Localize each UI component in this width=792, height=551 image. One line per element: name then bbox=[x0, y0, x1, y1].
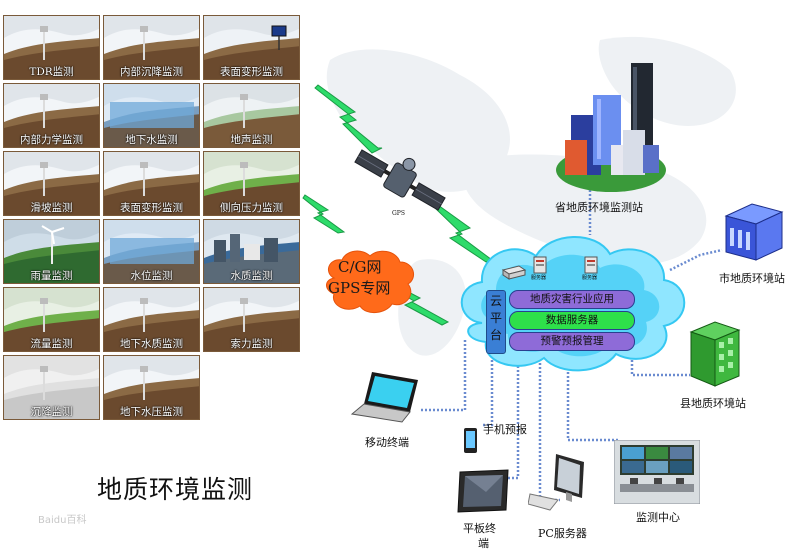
router-icon bbox=[501, 265, 527, 280]
tile-scene bbox=[204, 16, 299, 79]
tile-label: 雨量监测 bbox=[30, 270, 73, 282]
monitoring-tile: 地下水质监测 bbox=[103, 287, 200, 352]
city-station-label: 市地质环境站 bbox=[719, 272, 785, 285]
tile-scene bbox=[204, 220, 299, 283]
tile-scene bbox=[204, 152, 299, 215]
server-label: 服务器 bbox=[582, 275, 598, 281]
tile-label: TDR监测 bbox=[29, 66, 74, 78]
monitoring-tile: 内部沉降监测 bbox=[103, 15, 200, 80]
monitoring-tile: TDR监测 bbox=[3, 15, 100, 80]
cloud-app-item: 数据服务器 bbox=[509, 311, 635, 330]
tile-scene bbox=[4, 16, 99, 79]
tile-scene bbox=[4, 288, 99, 351]
tile-scene bbox=[104, 16, 199, 79]
tile-label: 地下水监测 bbox=[125, 134, 178, 146]
tablet-label-line2: 端 bbox=[478, 537, 489, 550]
phone-label: 手机预报 bbox=[483, 423, 527, 436]
tile-label: 水位监测 bbox=[130, 270, 173, 282]
tile-scene bbox=[104, 84, 199, 147]
tablet-icon bbox=[457, 469, 509, 513]
tile-label: 地声监测 bbox=[230, 134, 273, 146]
pc-icon bbox=[528, 454, 584, 511]
server-icon bbox=[533, 256, 547, 274]
monitoring-tile: 表面变形监测 bbox=[103, 151, 200, 216]
monitoring-tile: 水位监测 bbox=[103, 219, 200, 284]
monitoring-tile: 雨量监测 bbox=[3, 219, 100, 284]
satellite-icon bbox=[354, 149, 446, 211]
county-station-label: 县地质环境站 bbox=[680, 397, 746, 410]
laptop-icon bbox=[350, 372, 418, 423]
tile-label: 滑坡监测 bbox=[30, 202, 73, 214]
network-bubble bbox=[326, 250, 415, 313]
phone-icon bbox=[464, 428, 477, 453]
monitoring-tile: 表面变形监测 bbox=[203, 15, 300, 80]
tile-label: 内部沉降监测 bbox=[120, 66, 183, 78]
tile-scene bbox=[104, 152, 199, 215]
monitoring-tile: 侧向压力监测 bbox=[203, 151, 300, 216]
monitoring-tile: 内部力学监测 bbox=[3, 83, 100, 148]
lightning-bolt-icon bbox=[434, 204, 494, 263]
monitoring-tile: 地下水压监测 bbox=[103, 355, 200, 420]
network-label-gps: GPS专网 bbox=[328, 279, 391, 297]
tile-label: 表面变形监测 bbox=[220, 66, 283, 78]
tile-label: 沉降监测 bbox=[30, 406, 73, 418]
province-station-label: 省地质环境监测站 bbox=[555, 201, 643, 214]
tile-scene bbox=[104, 288, 199, 351]
tile-scene bbox=[4, 356, 99, 419]
monitoring-tile: 滑坡监测 bbox=[3, 151, 100, 216]
monitoring-tile: 地下水监测 bbox=[103, 83, 200, 148]
server-label: 服务器 bbox=[531, 275, 547, 281]
tile-label: 索力监测 bbox=[230, 338, 273, 350]
monitoring-center-label: 监测中心 bbox=[636, 511, 680, 524]
tile-scene bbox=[204, 288, 299, 351]
monitoring-tile: 流量监测 bbox=[3, 287, 100, 352]
county-station-icon bbox=[689, 321, 741, 387]
tile-scene bbox=[204, 84, 299, 147]
tile-label: 表面变形监测 bbox=[120, 202, 183, 214]
tile-label: 内部力学监测 bbox=[20, 134, 83, 146]
cloud-app-item: 预警预报管理 bbox=[509, 332, 635, 351]
tile-scene bbox=[4, 220, 99, 283]
province-station-icon bbox=[556, 63, 666, 192]
monitoring-center-icon bbox=[614, 440, 700, 504]
cloud-platform-label: 云平台 bbox=[490, 294, 503, 342]
monitoring-tile: 地声监测 bbox=[203, 83, 300, 148]
watermark: Baidu百科 bbox=[38, 515, 87, 526]
city-station-icon bbox=[724, 203, 784, 261]
gps-label: GPS bbox=[392, 210, 405, 217]
network-label-cg: C/G网 bbox=[338, 258, 382, 276]
pc-label: PC服务器 bbox=[538, 527, 587, 540]
lightning-bolt-icon bbox=[302, 194, 346, 234]
tile-scene bbox=[4, 152, 99, 215]
monitoring-tile: 水质监测 bbox=[203, 219, 300, 284]
tablet-label-line1: 平板终 bbox=[463, 522, 496, 535]
tile-scene bbox=[104, 356, 199, 419]
tile-label: 水质监测 bbox=[230, 270, 273, 282]
page-title: 地质环境监测 bbox=[97, 475, 254, 504]
monitoring-tile: 沉降监测 bbox=[3, 355, 100, 420]
tile-label: 地下水质监测 bbox=[120, 338, 183, 350]
mobile-terminal-label: 移动终端 bbox=[365, 436, 409, 449]
cloud-platform-label-box bbox=[486, 290, 506, 354]
tile-label: 流量监测 bbox=[30, 338, 73, 350]
monitoring-tile: 索力监测 bbox=[203, 287, 300, 352]
tile-scene bbox=[104, 220, 199, 283]
tile-label: 地下水压监测 bbox=[120, 406, 183, 418]
cloud-app-item: 地质灾害行业应用 bbox=[509, 290, 635, 309]
lightning-bolt-icon bbox=[314, 84, 383, 154]
server-icon bbox=[584, 256, 598, 274]
tile-label: 侧向压力监测 bbox=[220, 202, 283, 214]
tile-scene bbox=[4, 84, 99, 147]
